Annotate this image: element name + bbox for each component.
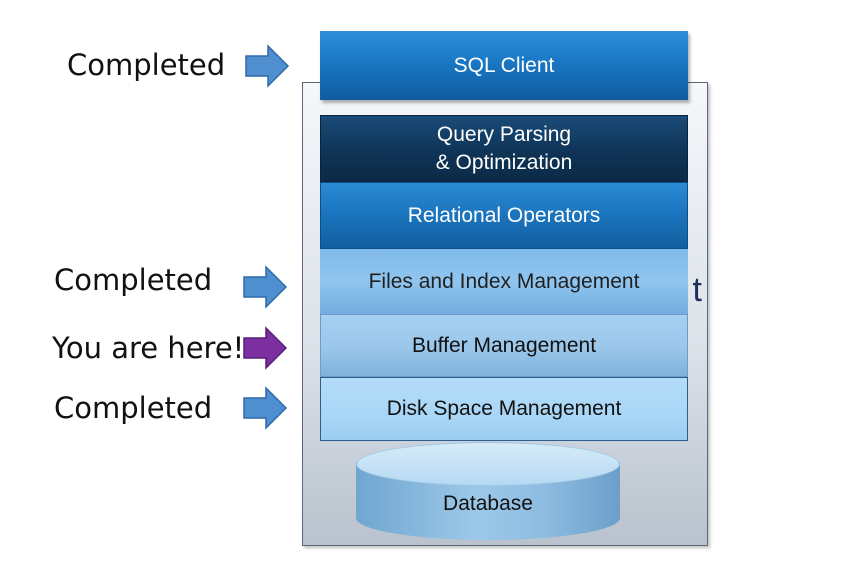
layer-query-parsing: Query Parsing & Optimization	[320, 115, 688, 182]
status-label-disk-space: Completed	[54, 391, 213, 425]
status-label-buffer: You are here!	[52, 331, 245, 365]
obscured-title-text: t	[692, 271, 702, 309]
layer-disk-space-management: Disk Space Management	[320, 377, 688, 441]
arrow-right-icon	[245, 44, 290, 88]
arrow-right-current-icon	[243, 326, 288, 370]
arrow-right-icon	[243, 386, 288, 430]
layer-buffer-management: Buffer Management	[320, 314, 688, 377]
layer-sql-client: SQL Client	[320, 31, 688, 100]
layer-relational-operators: Relational Operators	[320, 182, 688, 249]
status-label-files-index: Completed	[54, 263, 213, 297]
arrow-right-icon	[243, 265, 288, 309]
database-cylinder-top	[356, 442, 620, 486]
layer-files-index-management: Files and Index Management	[320, 249, 688, 314]
status-label-sql-client: Completed	[67, 48, 226, 82]
database-label: Database	[443, 492, 533, 515]
